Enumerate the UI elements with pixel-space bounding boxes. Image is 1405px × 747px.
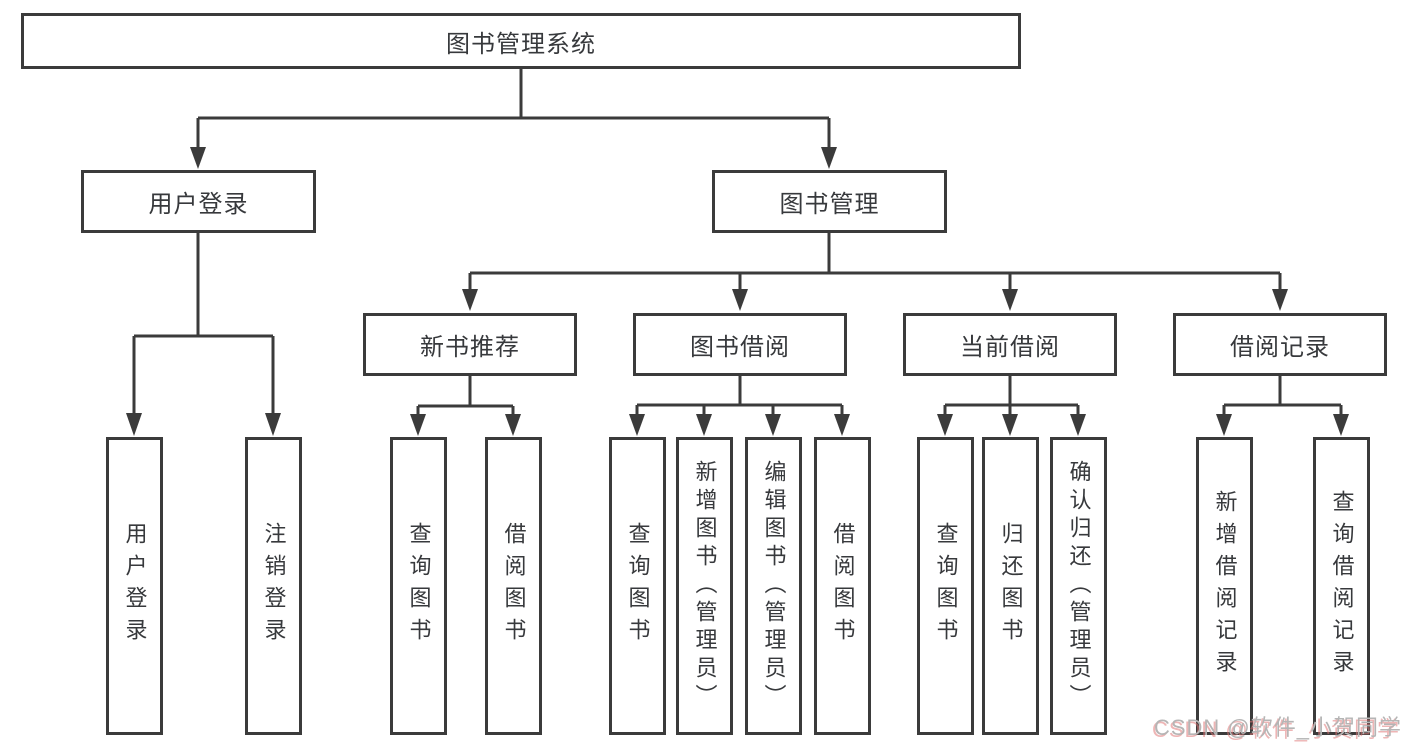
leaf-query-books-borrow: 查询图书 [609,437,666,735]
connector-borrow-records-children [1216,376,1349,436]
connector-root-to-level2 [190,67,837,169]
leaf-query-books-current: 查询图书 [917,437,974,735]
node-user-login: 用户登录 [81,170,316,233]
leaf-add-books-admin: 新增图书（管理员） [676,437,733,735]
connector-book-mgmt-children [462,233,1288,311]
leaf-borrow-books: 借阅图书 [814,437,871,735]
leaf-edit-books-admin: 编辑图书（管理员） [745,437,802,735]
leaf-query-books-recommend: 查询图书 [390,437,447,735]
leaf-logout: 注销登录 [245,437,302,735]
node-new-book-recommend: 新书推荐 [363,313,577,376]
leaf-add-borrow-record: 新增借阅记录 [1196,437,1253,735]
node-library-management-system: 图书管理系统 [21,13,1021,69]
leaf-user-login: 用户登录 [106,437,163,735]
connector-current-borrow-children [937,376,1086,436]
leaf-query-borrow-record: 查询借阅记录 [1313,437,1370,735]
leaf-borrow-books-recommend: 借阅图书 [485,437,542,735]
leaf-confirm-return-admin: 确认归还（管理员） [1050,437,1107,735]
connector-book-borrow-children [629,376,850,436]
csdn-watermark: CSDN @软件_小贺同学 [1153,715,1402,740]
leaf-return-books: 归还图书 [982,437,1039,735]
connector-user-login-children [126,233,281,436]
node-current-borrowing: 当前借阅 [903,313,1117,376]
node-borrowing-records: 借阅记录 [1173,313,1387,376]
connector-new-books-children [410,376,521,436]
node-book-management: 图书管理 [712,170,947,233]
node-book-borrowing: 图书借阅 [633,313,847,376]
